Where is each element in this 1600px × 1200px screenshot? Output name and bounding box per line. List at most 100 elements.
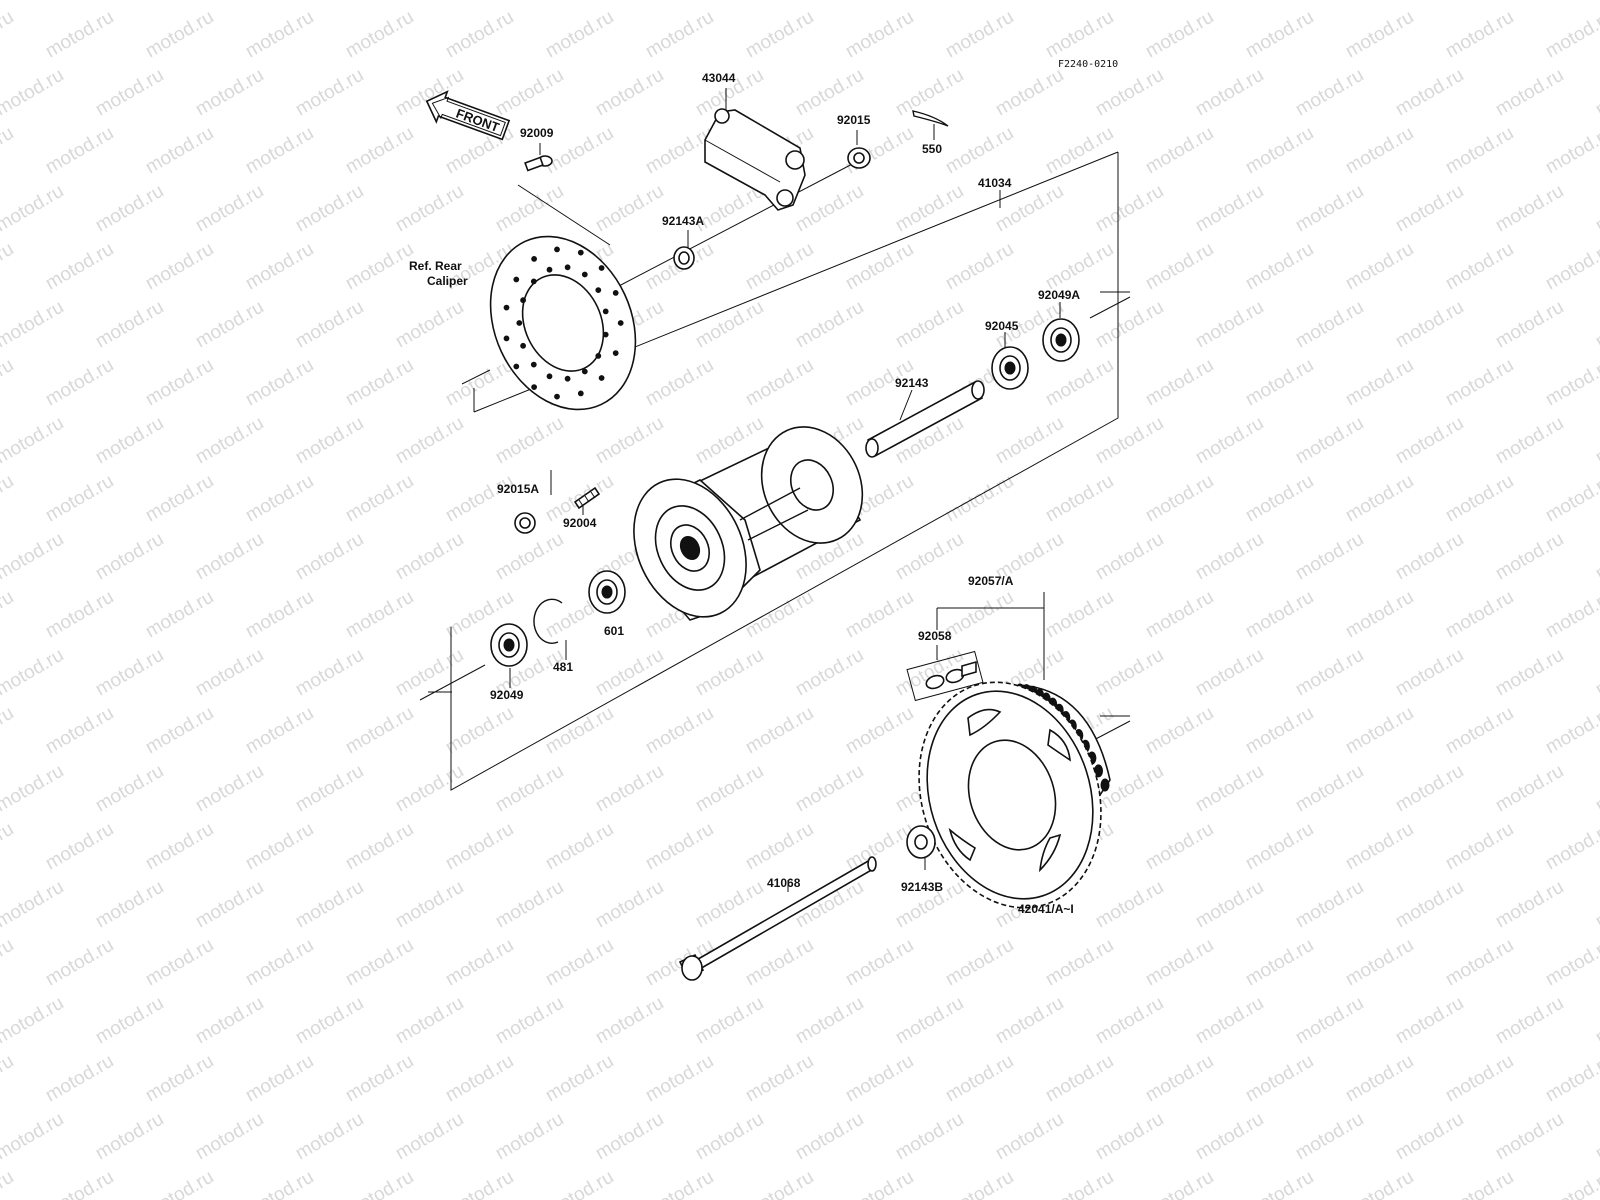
disc-hole [546, 266, 553, 273]
watermark-text: motod.ru [142, 703, 217, 759]
watermark-text: motod.ru [842, 935, 917, 991]
watermark-text: motod.ru [192, 0, 267, 4]
watermark-text: motod.ru [1542, 819, 1600, 875]
watermark-text: motod.ru [1092, 413, 1167, 469]
watermark-text: motod.ru [942, 1051, 1017, 1107]
watermark-text: motod.ru [1092, 181, 1167, 237]
watermark-text: motod.ru [1242, 7, 1317, 63]
watermark-text: motod.ru [1442, 355, 1517, 411]
watermark-text: motod.ru [0, 819, 17, 875]
watermark-text: motod.ru [1542, 1167, 1600, 1200]
watermark-text: motod.ru [992, 1109, 1067, 1165]
watermark-text: motod.ru [792, 993, 867, 1049]
watermark-text: motod.ru [292, 529, 367, 585]
watermark-text: motod.ru [992, 0, 1067, 4]
watermark-text: motod.ru [42, 471, 117, 527]
label-41068: 41068 [767, 876, 801, 890]
watermark-text: motod.ru [292, 413, 367, 469]
watermark-text: motod.ru [1292, 877, 1367, 933]
chain-link [1100, 778, 1110, 792]
watermark-text: motod.ru [892, 297, 967, 353]
watermark-text: motod.ru [492, 0, 567, 4]
watermark-text: motod.ru [642, 7, 717, 63]
watermark-text: motod.ru [292, 993, 367, 1049]
watermark-text: motod.ru [142, 1167, 217, 1200]
watermark-text: motod.ru [742, 703, 817, 759]
watermark-text: motod.ru [1342, 935, 1417, 991]
watermark-text: motod.ru [1242, 935, 1317, 991]
watermark-text: motod.ru [1542, 355, 1600, 411]
watermark-text: motod.ru [1342, 703, 1417, 759]
watermark-text: motod.ru [1292, 993, 1367, 1049]
label-92009: 92009 [520, 126, 554, 140]
watermark-text: motod.ru [392, 877, 467, 933]
label-42041: 42041/A~I [1018, 902, 1074, 916]
watermark-text: motod.ru [1592, 877, 1600, 933]
watermark-text: motod.ru [1442, 1167, 1517, 1200]
watermark-text: motod.ru [1492, 761, 1567, 817]
watermark-text: motod.ru [492, 413, 567, 469]
watermark-text: motod.ru [92, 0, 167, 4]
watermark-text: motod.ru [1492, 1109, 1567, 1165]
watermark-text: motod.ru [692, 877, 767, 933]
watermark-text: motod.ru [792, 65, 867, 121]
watermark-text: motod.ru [1142, 587, 1217, 643]
watermark-text: motod.ru [1092, 65, 1167, 121]
watermark-text: motod.ru [342, 1051, 417, 1107]
watermark-text: motod.ru [342, 1167, 417, 1200]
watermark-text: motod.ru [342, 703, 417, 759]
watermark-text: motod.ru [292, 761, 367, 817]
watermark-text: motod.ru [442, 471, 517, 527]
watermark-text: motod.ru [1142, 1167, 1217, 1200]
chain-joint-92058 [906, 650, 984, 702]
watermark-text: motod.ru [1542, 123, 1600, 179]
watermark-text: motod.ru [0, 1051, 17, 1107]
watermark-text: motod.ru [1042, 123, 1117, 179]
watermark-text: motod.ru [342, 587, 417, 643]
label-caliper: Caliper [427, 274, 468, 288]
watermark-text: motod.ru [542, 935, 617, 991]
watermark-text: motod.ru [0, 645, 67, 701]
watermark-text: motod.ru [292, 65, 367, 121]
watermark-text: motod.ru [842, 1051, 917, 1107]
watermark-text: motod.ru [0, 993, 67, 1049]
watermark-text: motod.ru [342, 471, 417, 527]
watermark-text: motod.ru [442, 703, 517, 759]
watermark-text: motod.ru [992, 65, 1067, 121]
label-92058: 92058 [918, 629, 952, 643]
disc-hole [531, 256, 537, 262]
watermark-text: motod.ru [542, 703, 617, 759]
watermark-text: motod.ru [42, 1051, 117, 1107]
leader-lines [419, 88, 1131, 898]
watermark-text: motod.ru [1242, 1167, 1317, 1200]
watermark-text: motod.ru [1142, 355, 1217, 411]
watermark-text: motod.ru [1242, 819, 1317, 875]
watermark-text: motod.ru [1242, 123, 1317, 179]
watermark-text: motod.ru [392, 761, 467, 817]
watermark-text: motod.ru [1142, 819, 1217, 875]
disc-hole [602, 308, 609, 315]
label-92049A: 92049A [1038, 288, 1080, 302]
watermark-text: motod.ru [1192, 413, 1267, 469]
watermark-text: motod.ru [192, 413, 267, 469]
disc-hole [520, 297, 526, 304]
watermark-text: motod.ru [692, 993, 767, 1049]
watermark-text: motod.ru [492, 993, 567, 1049]
part-labels: 43044 92009 92015 550 41034 92143A Ref. … [409, 71, 1080, 916]
watermark-text: motod.ru [1142, 703, 1217, 759]
watermark-text: motod.ru [1242, 355, 1317, 411]
watermark-text: motod.ru [1442, 935, 1517, 991]
watermark-text: motod.ru [1492, 529, 1567, 585]
bearing-601 [588, 570, 626, 614]
disc-hole [581, 368, 588, 375]
watermark-text: motod.ru [792, 645, 867, 701]
brake-disc [489, 235, 637, 411]
watermark-text: motod.ru [392, 413, 467, 469]
watermark-text: motod.ru [0, 703, 17, 759]
watermark-text: motod.ru [292, 1109, 367, 1165]
watermark-text: motod.ru [992, 413, 1067, 469]
circlip-481 [533, 598, 563, 644]
sleeve-92143 [865, 380, 985, 458]
watermark-text: motod.ru [0, 877, 67, 933]
watermark-text: motod.ru [1192, 1109, 1267, 1165]
